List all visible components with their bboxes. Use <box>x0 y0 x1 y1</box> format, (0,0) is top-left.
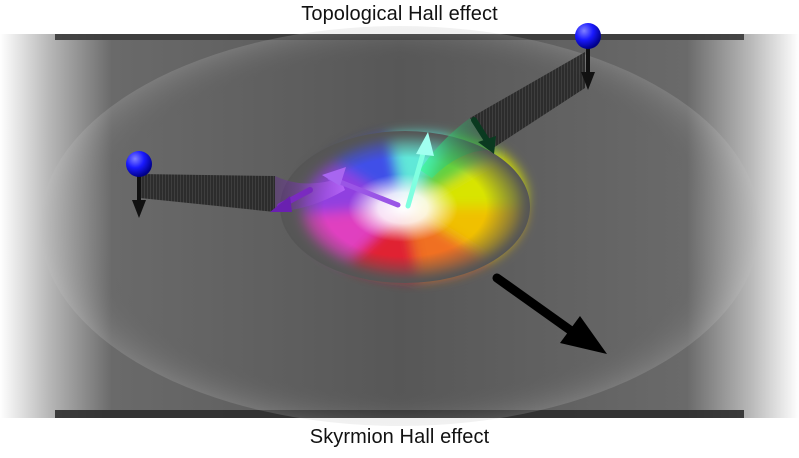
electron-trail-left <box>140 174 345 212</box>
topological-hall-effect-label: Topological Hall effect <box>301 3 498 25</box>
skyrmion-hall-effect-label: Skyrmion Hall effect <box>309 426 490 448</box>
cyan-spin-arrow <box>405 132 434 209</box>
green-spin-arrow <box>471 117 496 154</box>
purple-spin-arrow <box>270 167 401 212</box>
electron-right <box>575 23 601 90</box>
electron-sphere-left <box>126 151 152 177</box>
electron-sphere-right <box>575 23 601 49</box>
skyrmion-motion-arrow <box>492 273 607 354</box>
electron-trail-right <box>420 52 585 178</box>
electron-left <box>126 151 152 218</box>
